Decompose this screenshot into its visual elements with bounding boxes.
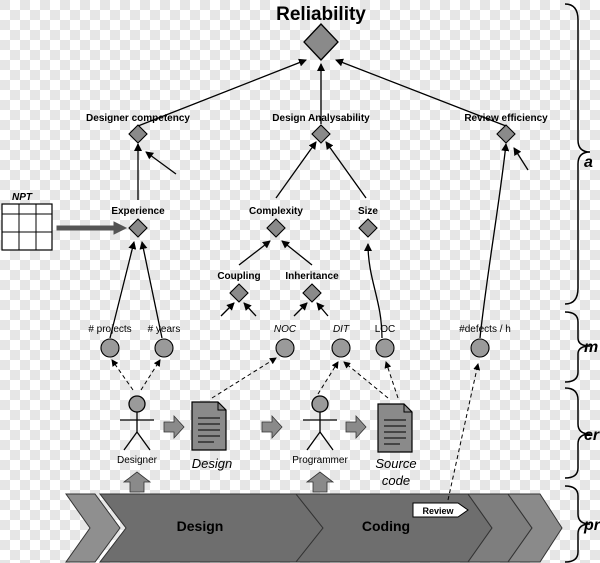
up-arrow-coding-process [305,471,335,493]
bracket-p [564,485,591,563]
edge-inheritance-complexity [281,240,313,266]
process-band: Design Coding Review [65,493,563,563]
programmer-label: Programmer [292,455,348,466]
npt-arrow [56,221,128,235]
coupling-diamond [229,283,249,303]
projects-label: # projects [88,324,131,335]
designer-competency-diamond [128,124,148,144]
dashed-source-loc [384,361,399,399]
projects-node [100,338,120,358]
bracket-p-label: pr [583,517,600,534]
process-coding-label: Coding [362,518,410,534]
edge-competency-reliability [137,58,307,127]
review-efficiency-diamond [496,124,516,144]
source-code-document-icon [377,403,413,453]
designer-label: Designer [117,455,158,466]
edge-coupling-complexity [238,240,271,266]
loc-node [375,338,395,358]
npt-table: NPT [1,192,53,251]
review-tag-label: Review [422,506,454,516]
edge-in-inheritance-1 [293,302,308,317]
source-code-label-line1: Source [375,456,416,471]
dashed-review-defects [447,363,481,501]
reliability-title: Reliability [276,4,366,25]
dashed-source-dit [343,361,389,399]
bracket-e [564,387,591,479]
complexity-label: Complexity [249,206,303,217]
size-diamond [358,218,378,238]
edge-in-coupling-1 [220,302,235,317]
dashed-designer-years [140,359,161,391]
npt-table-box [1,203,53,251]
review-efficiency-label: Review efficiency [464,113,548,124]
flow-arrow-design-programmer [261,414,283,440]
design-doc-label: Design [192,456,232,471]
inheritance-label: Inheritance [285,271,339,282]
npt-label: NPT [12,192,33,203]
edge-in-inheritance-2 [316,302,329,317]
experience-diamond [128,218,148,238]
defects-label: #defects / h [459,324,511,335]
edge-complexity-analysability [275,141,317,199]
edge-projects-experience [109,241,137,339]
edge-size-analysability [325,141,367,199]
source-code-label-line2: code [382,473,410,488]
years-label: # years [148,324,181,335]
years-node [154,338,174,358]
programmer-actor-icon [303,395,337,451]
inheritance-diamond [302,283,322,303]
noc-label: NOC [274,324,297,335]
experience-label: Experience [111,206,165,217]
dashed-programmer-dit [317,361,339,395]
size-label: Size [358,206,378,217]
edge-extra-competency [145,151,177,175]
designer-actor-icon [120,395,154,451]
edge-review-reliability [335,58,507,127]
noc-node [275,338,295,358]
dit-label: DIT [333,324,350,335]
design-document-icon [191,401,227,451]
solid-edges [109,58,529,339]
reliability-diamond [303,23,339,61]
review-tag [412,502,469,518]
edge-in-coupling-2 [243,302,257,317]
defects-node [470,338,490,358]
metric-nodes [100,338,490,358]
up-arrow-design-process [122,471,152,493]
coupling-label: Coupling [217,271,260,282]
flow-arrows [122,414,367,493]
design-analysability-label: Design Analysability [272,113,370,124]
dashed-designer-projects [111,359,134,391]
flow-arrow-programmer-source [345,414,367,440]
complexity-diamond [266,218,286,238]
bracket-a-label: a [584,154,593,171]
bracket-e-label: er [584,427,600,444]
edge-years-experience [139,241,163,339]
design-analysability-diamond [311,124,331,144]
designer-competency-label: Designer competency [86,113,190,124]
loc-label: LOC [375,324,396,335]
bracket-m-label: m [584,339,598,356]
edge-loc-size [364,243,383,339]
flow-arrow-designer-design [163,414,185,440]
edge-extra-review [513,147,529,171]
level-brackets [564,3,591,563]
dashed-edges [111,357,481,501]
bracket-m [564,311,591,383]
bracket-a [564,3,591,305]
dit-node [331,338,351,358]
process-chevron-start [65,493,121,563]
process-chevron-4 [507,493,563,563]
dashed-design-noc [211,357,277,399]
edge-defects-review [479,143,510,339]
process-design-label: Design [177,518,224,534]
factor-diamonds [128,124,516,303]
